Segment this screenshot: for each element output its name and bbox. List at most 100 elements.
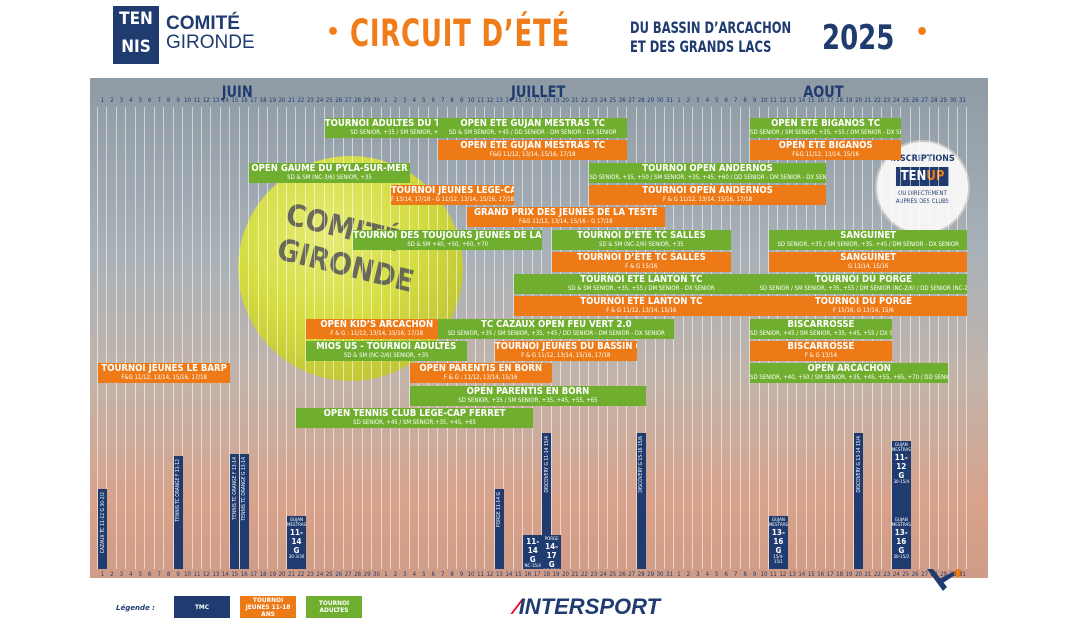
day-number: 7 bbox=[157, 97, 161, 104]
day-number: 9 bbox=[176, 97, 180, 104]
tmc-bar[interactable]: DISCOVERY G 15-16 15/6 bbox=[636, 433, 646, 569]
day-number: 24 bbox=[316, 97, 324, 104]
tmc-label: CAZAUX TC 11-12 G 30-2/2 bbox=[99, 492, 106, 554]
event-youth[interactable]: TOURNOI JEUNES LEGE-CAP FERRETF 13/14, 1… bbox=[390, 184, 514, 205]
day-number: 9 bbox=[459, 97, 464, 104]
day-number: 27 bbox=[344, 97, 352, 104]
event-name: OPEN PARENTIS EN BORN bbox=[466, 385, 590, 397]
tmc-sub: 30-3/30 bbox=[288, 555, 305, 560]
day-number: 16 bbox=[817, 97, 825, 104]
day-number: 9 bbox=[752, 97, 757, 104]
day-gridline bbox=[749, 107, 751, 569]
tmc-bar[interactable]: CAZAUX TC 11-12 G 30-2/2 bbox=[98, 489, 107, 569]
tmc-sub: NC-15/4 bbox=[524, 564, 541, 569]
day-number: 2 bbox=[686, 97, 691, 104]
day-gridline bbox=[172, 107, 174, 569]
tmc-bar[interactable]: DISCOVERY G 13-14 15/4 bbox=[854, 433, 863, 569]
day-number: 25 bbox=[902, 571, 910, 578]
day-number: 1 bbox=[100, 97, 105, 104]
event-name: TOURNOI D’ÉTÉ TC SALLES bbox=[576, 229, 706, 241]
day-number: 29 bbox=[940, 97, 947, 104]
day-number: 20 bbox=[855, 571, 862, 578]
day-gridline bbox=[919, 107, 921, 569]
day-number: 15 bbox=[807, 97, 815, 104]
day-gridline bbox=[219, 107, 221, 569]
tmc-bar[interactable]: TENNIS TC ORANGE F 13-14 bbox=[230, 454, 240, 569]
day-number: 14 bbox=[221, 571, 229, 578]
day-number: 15 bbox=[231, 97, 239, 104]
day-gridline bbox=[97, 107, 98, 569]
day-gridline bbox=[200, 107, 202, 569]
day-gridline bbox=[701, 107, 703, 569]
tmc-sub: 30-15/2 bbox=[893, 555, 910, 560]
day-number: 21 bbox=[288, 97, 295, 104]
day-gridline bbox=[956, 107, 958, 569]
tmc-l1: GUJAN MESTRAS bbox=[287, 518, 306, 528]
tmc-big: 11-12 bbox=[894, 453, 908, 471]
tmc-bar[interactable]: PORGE 11-14 G bbox=[494, 489, 504, 569]
tmc-bar[interactable]: DISCOVERY G 11-14 15/4 bbox=[542, 433, 552, 569]
event-categories: SD SENIOR, +35 / SM SENIOR, +35, +45, +5… bbox=[458, 396, 598, 404]
day-number: 26 bbox=[335, 97, 343, 104]
day-gridline bbox=[182, 107, 184, 569]
legend: Légende : TMC TOURNOI JEUNES 11-18 ANS T… bbox=[90, 590, 988, 626]
event-name: BISCARROSSE bbox=[787, 318, 855, 330]
tmc-g: G bbox=[529, 555, 536, 564]
day-number: 22 bbox=[873, 571, 881, 578]
day-gridline bbox=[720, 107, 722, 569]
day-gridline bbox=[267, 107, 269, 569]
day-number: 17 bbox=[250, 97, 258, 104]
tmc-label: DISCOVERY G 15-16 15/6 bbox=[638, 436, 645, 493]
day-gridline bbox=[248, 107, 250, 569]
day-gridline bbox=[928, 107, 930, 569]
event-categories: SD SENIOR, +40, +50 / SM SENIOR, +35, +4… bbox=[750, 374, 948, 382]
event-youth[interactable]: TOURNOI JEUNES DU BASSIN CAZAUX TCF & G … bbox=[494, 341, 637, 361]
day-number: 28 bbox=[637, 97, 645, 104]
event-adult[interactable]: TOURNOI DES TOUJOURS JEUNES DE LA TESTES… bbox=[353, 229, 543, 250]
tmc-big: 13-16 bbox=[894, 528, 908, 546]
day-number: 23 bbox=[590, 571, 598, 578]
day-gridline bbox=[304, 107, 306, 569]
day-number: 12 bbox=[486, 571, 494, 578]
day-number: 2 bbox=[686, 571, 691, 578]
month-label-aout: AOUT bbox=[803, 82, 844, 101]
tmc-big: 11-14 bbox=[289, 528, 303, 546]
day-number: 27 bbox=[344, 571, 352, 578]
day-number: 22 bbox=[297, 571, 305, 578]
event-name: OPEN ÉTÉ BIGANOS TC bbox=[771, 118, 881, 129]
day-number: 24 bbox=[316, 571, 324, 578]
tmc-bar[interactable]: TENNIS TC ORANGE G 13-14 bbox=[239, 454, 249, 569]
tmc-bar[interactable]: TENNIS TC ORANGE F 11-12 bbox=[173, 456, 183, 569]
